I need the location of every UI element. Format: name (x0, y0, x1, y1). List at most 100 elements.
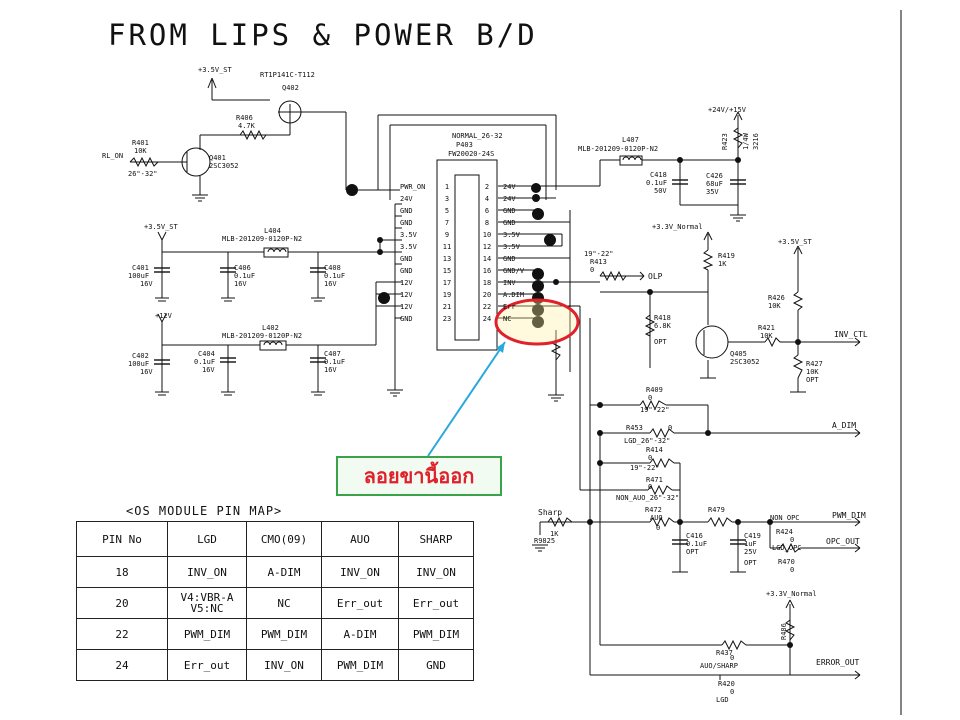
svg-text:16V: 16V (140, 368, 153, 376)
connector-pin-label: 20 (483, 291, 491, 299)
pin-map-cell: 22 (76, 618, 168, 650)
annotation-arrow (427, 341, 506, 457)
svg-text:LGD_OPC: LGD_OPC (772, 544, 802, 552)
svg-text:R479: R479 (708, 506, 725, 514)
connector-pin-label: 3.5V (400, 231, 418, 239)
connector-pin-label: Err (503, 303, 516, 311)
connector-pin-label: NC (503, 315, 511, 323)
svg-text:R453: R453 (626, 424, 643, 432)
svg-text:L402: L402 (262, 324, 279, 332)
connector-pin-label: 3.5V (503, 231, 521, 239)
connector-pin-label: GND (503, 207, 516, 215)
svg-text:6.8K: 6.8K (654, 322, 672, 330)
page-title: FROM LIPS & POWER B/D (108, 18, 538, 52)
connector-pin-label: 9 (445, 231, 449, 239)
svg-text:C408: C408 (324, 264, 341, 272)
svg-text:RT1P141C-T112: RT1P141C-T112 (260, 71, 315, 79)
svg-text:R423: R423 (721, 133, 729, 150)
connector-pin-label: 21 (443, 303, 451, 311)
svg-text:NON_OPC: NON_OPC (770, 514, 800, 522)
svg-text:R401: R401 (132, 139, 149, 147)
svg-text:ERROR_OUT: ERROR_OUT (816, 658, 860, 667)
highlight-ring (494, 298, 580, 346)
svg-text:R406: R406 (236, 114, 253, 122)
svg-text:10K: 10K (134, 147, 147, 155)
svg-text:R486: R486 (780, 623, 788, 640)
svg-text:LGD: LGD (716, 696, 729, 704)
svg-text:L407: L407 (622, 136, 639, 144)
svg-text:+3.5V_ST: +3.5V_ST (144, 223, 179, 231)
pin-map-cell: 18 (76, 556, 168, 588)
svg-text:Sharp: Sharp (538, 508, 562, 517)
svg-text:C401: C401 (132, 264, 149, 272)
svg-text:19"-22": 19"-22" (584, 250, 614, 258)
svg-text:P403: P403 (456, 141, 473, 149)
connector-pin-label: 16 (483, 267, 491, 275)
connector-pin-label: 5 (445, 207, 449, 215)
svg-text:R472: R472 (645, 506, 662, 514)
connector-pin-label: GND/V (503, 267, 525, 275)
connector-pin-label: GND (400, 255, 413, 263)
svg-text:R420: R420 (718, 680, 735, 688)
connector-pin-label: PWR_ON (400, 183, 425, 191)
svg-text:10K: 10K (760, 332, 773, 340)
svg-text:C407: C407 (324, 350, 341, 358)
svg-text:1K: 1K (550, 530, 559, 538)
connector-pin-label: GND (503, 255, 516, 263)
svg-text:OPT: OPT (806, 376, 819, 384)
svg-text:2SC3052: 2SC3052 (209, 162, 239, 170)
connector-pin-label: 19 (443, 291, 451, 299)
svg-text:26"-32": 26"-32" (128, 170, 158, 178)
svg-text:OPC_OUT: OPC_OUT (826, 537, 860, 546)
svg-text:A_DIM: A_DIM (832, 421, 856, 430)
svg-text:100uF: 100uF (128, 272, 149, 280)
pin-map-header: PIN No (76, 521, 168, 557)
pin-map-header: AUO (321, 521, 399, 557)
svg-text:+3.3V_Normal: +3.3V_Normal (766, 590, 817, 598)
svg-text:C406: C406 (234, 264, 251, 272)
svg-text:Q405: Q405 (730, 350, 747, 358)
connector-pin-label: 13 (443, 255, 451, 263)
connector-pin-label: INV (503, 279, 516, 287)
annotation-box: ลอยขานี้ออก (336, 456, 502, 496)
svg-text:19"-22": 19"-22" (640, 406, 670, 414)
svg-text:R421: R421 (758, 324, 775, 332)
pin-map-cell: INV_ON (167, 556, 247, 588)
svg-text:PWM_DIM: PWM_DIM (832, 511, 866, 520)
connector-pin-label: 24 (483, 315, 491, 323)
pin-map-cell: PWM_DIM (398, 618, 474, 650)
connector-pin-label: 15 (443, 267, 451, 275)
svg-text:C426: C426 (706, 172, 723, 180)
pin-map-cell: Err_out (398, 587, 474, 619)
svg-text:NORMAL_26-32: NORMAL_26-32 (452, 132, 503, 140)
connector-pin-label: 10 (483, 231, 491, 239)
svg-text:35V: 35V (706, 188, 719, 196)
connector-pin-label: GND (400, 219, 413, 227)
connector-pin-label: 11 (443, 243, 451, 251)
pin-map-cell: A-DIM (246, 556, 322, 588)
svg-text:16V: 16V (234, 280, 247, 288)
svg-text:NON_AUO_26"-32": NON_AUO_26"-32" (616, 494, 679, 502)
svg-text:FW20020-24S: FW20020-24S (448, 150, 494, 158)
svg-text:0: 0 (668, 424, 672, 432)
svg-text:+3.5V_ST: +3.5V_ST (198, 66, 233, 74)
annotation-text: ลอยขานี้ออก (363, 464, 475, 488)
svg-text:+12V: +12V (155, 312, 173, 320)
svg-text:2SC3052: 2SC3052 (730, 358, 760, 366)
svg-text:3216: 3216 (752, 133, 760, 150)
pin-map-cell: Err_out (321, 587, 399, 619)
pin-map-header: SHARP (398, 521, 474, 557)
connector-pin-label: 1 (445, 183, 449, 191)
pin-map-header: LGD (167, 521, 247, 557)
svg-text:Q401: Q401 (209, 154, 226, 162)
svg-text:0: 0 (590, 266, 594, 274)
svg-text:16V: 16V (324, 366, 337, 374)
inductors (259, 155, 643, 351)
svg-text:+24V/+15V: +24V/+15V (708, 106, 747, 114)
svg-text:0: 0 (730, 688, 734, 696)
svg-text:C419: C419 (744, 532, 761, 540)
svg-text:R427: R427 (806, 360, 823, 368)
